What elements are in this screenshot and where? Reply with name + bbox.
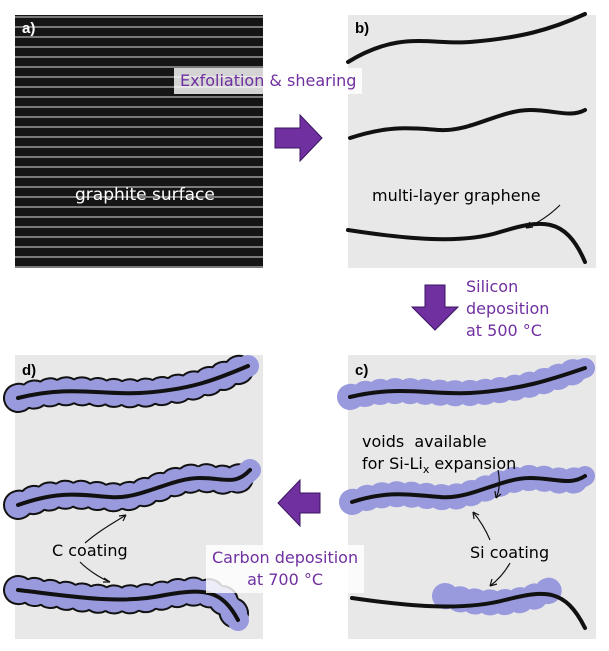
step-exfoliation-label: Exfoliation & shearing xyxy=(174,68,363,94)
arrow-exfoliation xyxy=(274,113,323,163)
carbon-line2: at 700 °C xyxy=(247,570,324,589)
graphite-stripes xyxy=(15,15,263,268)
voids-line2-prefix: for Si-Li xyxy=(362,454,423,473)
silicon-line2: deposition xyxy=(466,299,550,318)
c-coating-label: C coating xyxy=(52,541,128,560)
silicon-line3: at 500 °C xyxy=(466,321,542,340)
multi-layer-graphene-label: multi-layer graphene xyxy=(372,186,541,205)
silicon-line1: Silicon xyxy=(466,277,519,296)
c-coated-sheets-d xyxy=(3,351,265,635)
panel-label-c: c) xyxy=(355,362,369,379)
step-carbon-label: Carbon deposition at 700 °C xyxy=(206,545,365,593)
graphene-sheets-b xyxy=(346,12,587,264)
voids-line2-suffix: expansion xyxy=(429,454,517,473)
voids-line2-sub: x xyxy=(422,463,430,477)
voids-label-line2: for Si-Lix expansion xyxy=(362,454,516,480)
graphite-surface-label: graphite surface xyxy=(75,185,215,205)
panel-label-a: a) xyxy=(22,20,36,37)
arrow-carbon xyxy=(277,478,321,528)
pointer-lines xyxy=(79,204,561,587)
panel-label-d: d) xyxy=(22,362,37,379)
carbon-line1: Carbon deposition xyxy=(212,548,359,567)
voids-label-line1: voids available xyxy=(362,432,487,451)
step-silicon-label: Silicon deposition at 500 °C xyxy=(466,276,549,342)
panel-label-b: b) xyxy=(355,20,370,37)
arrow-silicon xyxy=(410,284,460,331)
si-coating-label: Si coating xyxy=(470,543,550,562)
si-coated-sheets-c xyxy=(337,355,598,630)
